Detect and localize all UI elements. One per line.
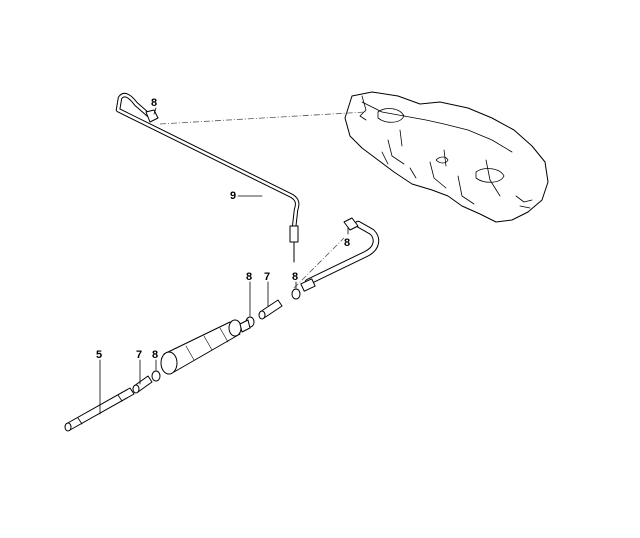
fuel-line-upper-right: [300, 217, 380, 292]
callout-8-lower: 8: [152, 349, 158, 361]
fuel-line-5: [64, 387, 135, 432]
callout-8-top: 8: [151, 97, 157, 109]
callout-leaders: [99, 107, 349, 415]
callout-7-lower: 7: [136, 349, 142, 361]
clamp-lower: [151, 370, 161, 382]
callout-7-mid: 7: [264, 271, 270, 283]
clamp-mid-right: [291, 288, 301, 300]
callout-8-upper-right: 8: [344, 237, 350, 249]
fuel-filter: [160, 319, 251, 375]
hose-7-mid: [258, 299, 283, 320]
fuel-tank: [344, 91, 549, 223]
callout-8-mid-right: 8: [292, 271, 298, 283]
callout-9: 9: [230, 190, 236, 202]
callout-5: 5: [96, 349, 102, 361]
leader-lines: [159, 111, 367, 289]
fuel-line-9: [115, 92, 300, 263]
callout-8-mid-left: 8: [246, 271, 252, 283]
hose-7-lower: [132, 375, 153, 394]
